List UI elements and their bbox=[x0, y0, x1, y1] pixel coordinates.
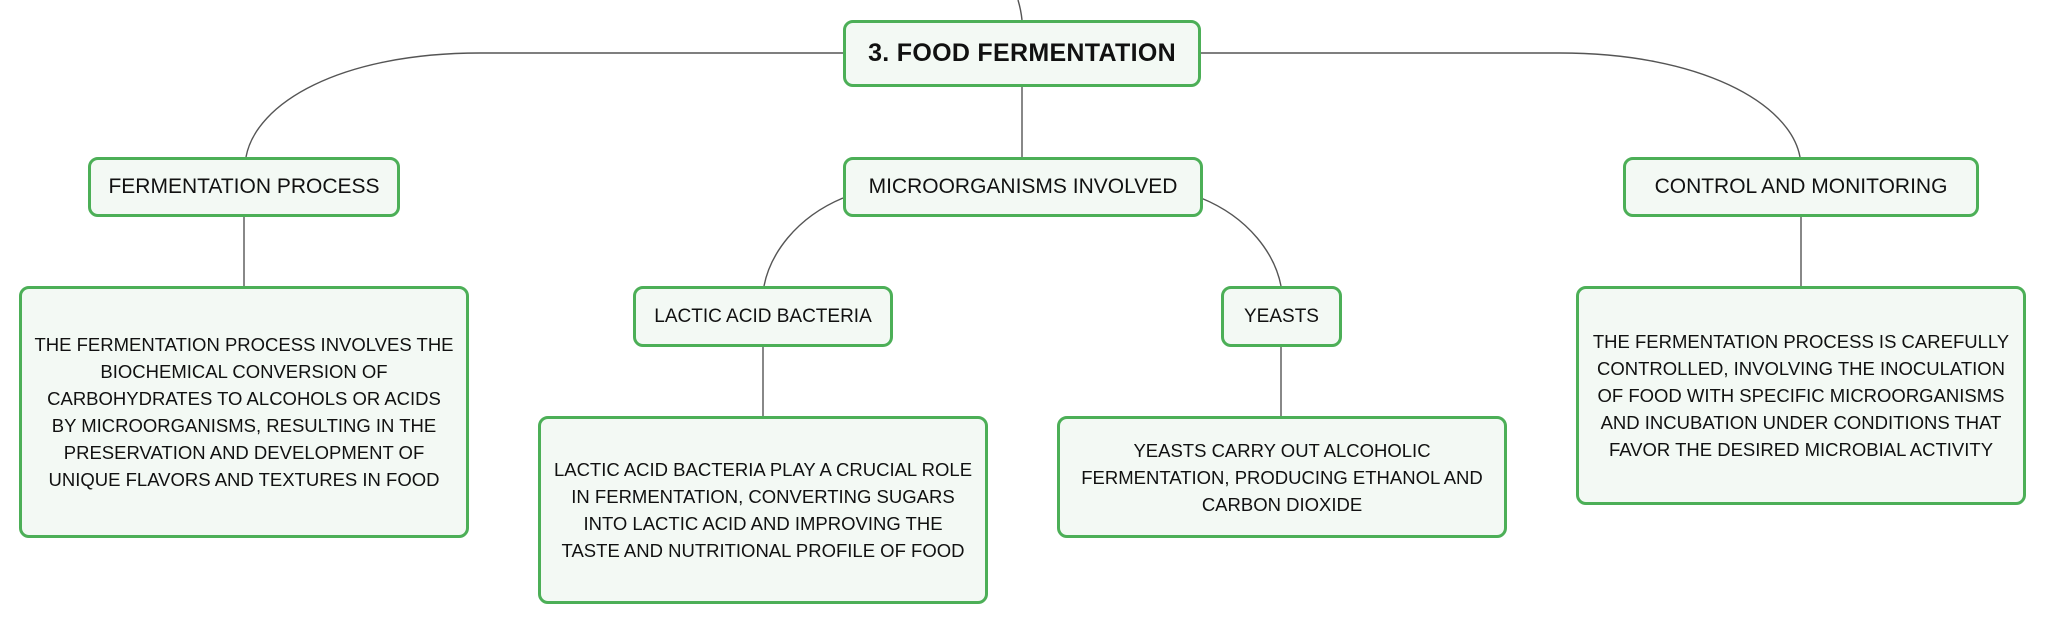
node-label: MICROORGANISMS INVOLVED bbox=[868, 175, 1178, 198]
node-lactic-acid-bacteria[interactable]: LACTIC ACID BACTERIA bbox=[633, 286, 893, 347]
node-control-and-monitoring[interactable]: CONTROL AND MONITORING bbox=[1623, 157, 1979, 217]
node-label: YEASTS bbox=[1244, 305, 1319, 327]
node-yeasts[interactable]: YEASTS bbox=[1221, 286, 1342, 347]
connector-root-to-control-and-monitoring bbox=[1201, 52, 1801, 158]
detail-text: YEASTS CARRY OUT ALCOHOLIC FERMENTATION,… bbox=[1081, 439, 1483, 515]
node-microorganisms-involved[interactable]: MICROORGANISMS INVOLVED bbox=[843, 157, 1203, 217]
root-node[interactable]: 3. FOOD FERMENTATION bbox=[843, 20, 1201, 87]
detail-text: LACTIC ACID BACTERIA PLAY A CRUCIAL ROLE… bbox=[553, 459, 973, 561]
node-fermentation-process[interactable]: FERMENTATION PROCESS bbox=[88, 157, 400, 217]
node-label: FERMENTATION PROCESS bbox=[108, 175, 380, 198]
detail-control-and-monitoring[interactable]: THE FERMENTATION PROCESS IS CAREFULLY CO… bbox=[1576, 286, 2026, 505]
connector-from-parent bbox=[1017, 0, 1023, 21]
detail-text: THE FERMENTATION PROCESS IS CAREFULLY CO… bbox=[1592, 331, 2010, 460]
root-label: 3. FOOD FERMENTATION bbox=[868, 39, 1176, 67]
node-label: LACTIC ACID BACTERIA bbox=[654, 305, 872, 327]
connector-root-to-fermentation-process bbox=[245, 52, 843, 158]
detail-text: THE FERMENTATION PROCESS INVOLVES THE BI… bbox=[34, 334, 454, 490]
connector-microorganisms-to-lab bbox=[763, 197, 844, 287]
node-label: CONTROL AND MONITORING bbox=[1654, 175, 1948, 198]
detail-lactic-acid-bacteria[interactable]: LACTIC ACID BACTERIA PLAY A CRUCIAL ROLE… bbox=[538, 416, 988, 604]
connector-microorganisms-to-yeasts bbox=[1200, 197, 1282, 287]
detail-fermentation-process[interactable]: THE FERMENTATION PROCESS INVOLVES THE BI… bbox=[19, 286, 469, 538]
detail-yeasts[interactable]: YEASTS CARRY OUT ALCOHOLIC FERMENTATION,… bbox=[1057, 416, 1507, 538]
